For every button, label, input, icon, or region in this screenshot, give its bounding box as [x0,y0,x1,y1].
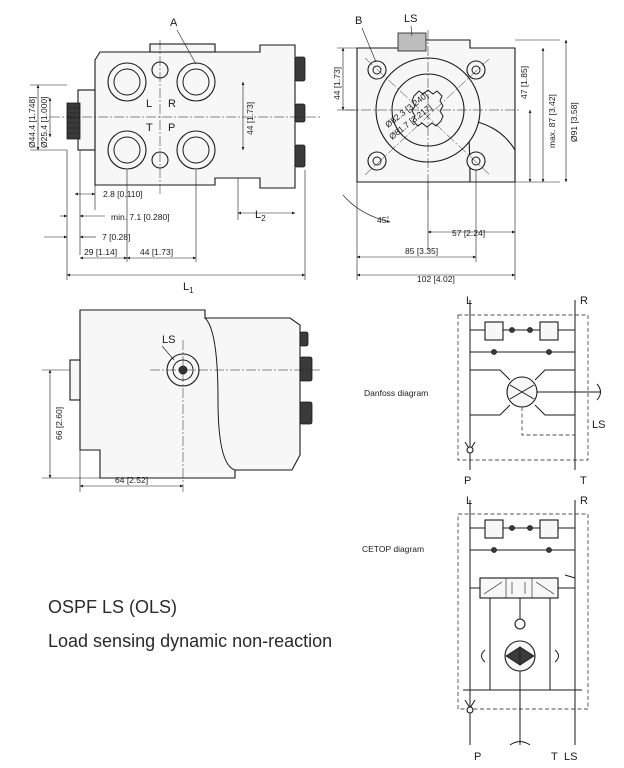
dim-min-7-1: min. 7.1 [0.280] [111,212,170,222]
danfoss-t: T [580,475,587,487]
cetop-diagram: CETOP diagram L R P T LS [362,495,589,763]
cetop-r: R [580,495,588,507]
port-p-label: P [168,122,175,134]
dim-d25-4: Ø25.4 [1.000] [39,96,49,148]
dim-45-deg: 45˚ [377,215,389,225]
dim-d91: Ø91 [3.58] [569,102,579,142]
dim-29: 29 [1.14] [84,247,117,257]
cetop-label: CETOP diagram [362,544,424,554]
callout-a: A [170,17,178,29]
dim-64: 64 [2.52] [115,475,148,485]
danfoss-p: P [464,475,471,487]
cetop-t: T [551,751,558,763]
danfoss-diagram: Danfoss diagram L R P T LS [364,295,605,487]
port-p [176,130,216,170]
cetop-l: L [466,495,472,507]
port-l-label: L [146,98,152,110]
dim-44-vertical: 44 [1.73] [245,102,255,135]
port-r [176,62,216,102]
dim-max-87: max. 87 [3.42] [547,94,557,148]
danfoss-label: Danfoss diagram [364,388,428,398]
dim-57: 57 [2.24] [452,228,485,238]
dim-44-end: 44 [1.73] [332,67,342,100]
callout-ls-end: LS [404,13,417,25]
dim-d44-4: Ø44.4 [1.748] [27,96,37,148]
dim-l2: L2 [255,209,266,223]
cetop-p: P [474,751,481,763]
dim-44-horizontal: 44 [1.73] [140,247,173,257]
dim-47: 47 [1.85] [519,66,529,99]
callout-b: B [355,15,362,27]
dim-7: 7 [0.28] [102,232,130,242]
dim-102: 102 [4.02] [417,274,455,284]
port-t-label: T [146,122,153,134]
callout-ls-side: LS [162,334,175,346]
product-title: OSPF LS (OLS) [48,597,178,617]
side-view: LS 66 [2.60] 64 [2.52] [42,309,320,492]
port-r-label: R [168,98,176,110]
dim-66: 66 [2.60] [54,407,64,440]
front-view: L R T P A Ø44.4 [1.748] Ø25.4 [1.000] 44… [27,17,320,295]
title-block: OSPF LS (OLS) Load sensing dynamic non-r… [48,597,332,652]
danfoss-l: L [466,295,472,307]
product-subtitle: Load sensing dynamic non-reaction [48,631,333,651]
end-view: B LS Ø82.3 [3.240] Ø81.7 [3.217] 44 [1.7… [332,13,579,284]
port-t [107,130,147,170]
port-l [107,62,147,102]
dim-l1: L1 [183,281,194,295]
danfoss-r: R [580,295,588,307]
danfoss-ls: LS [592,419,605,431]
dim-2-8: 2.8 [0.110] [103,189,143,199]
cetop-ls: LS [564,751,577,763]
dim-85: 85 [3.35] [405,246,438,256]
